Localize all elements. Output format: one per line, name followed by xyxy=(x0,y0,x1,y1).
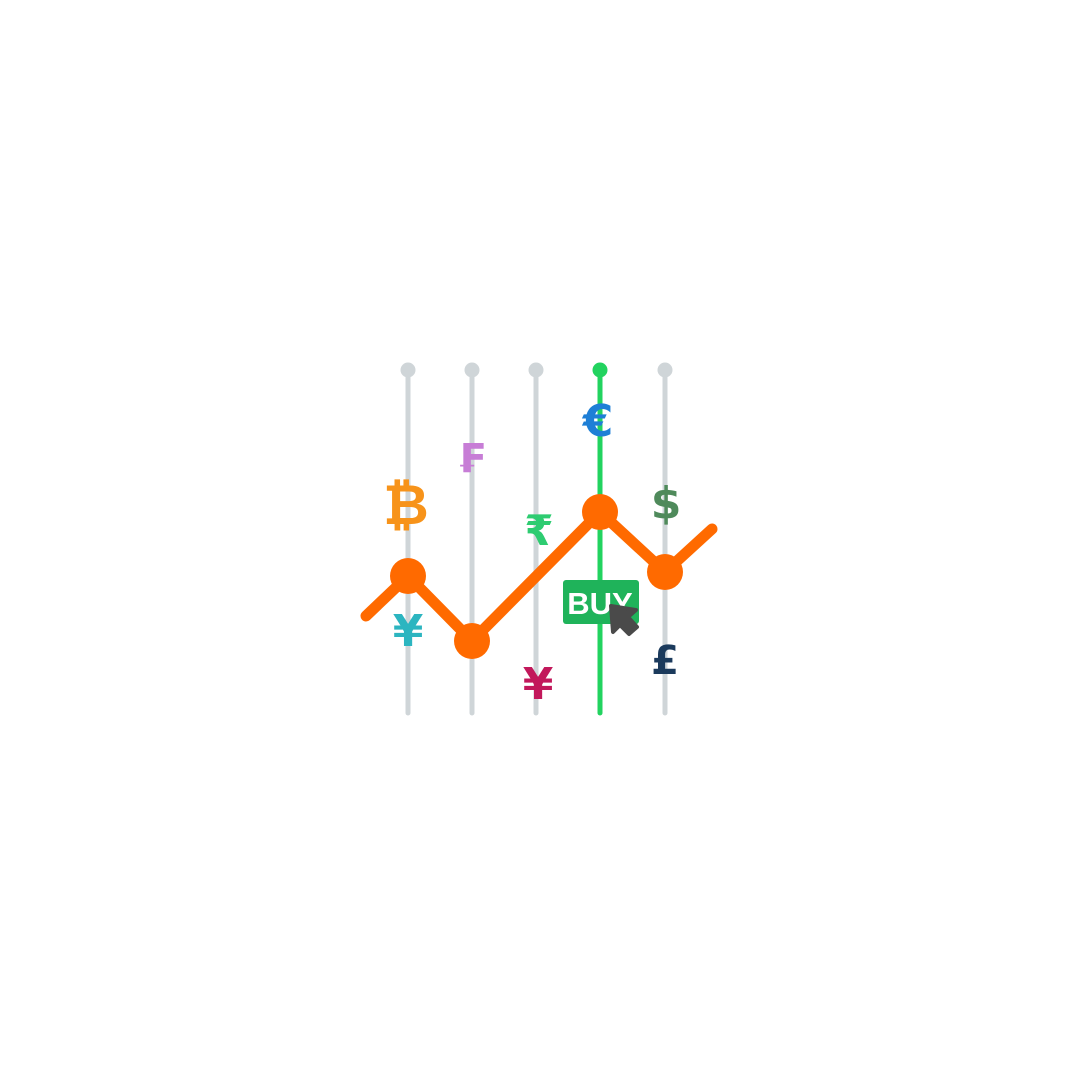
track-2 xyxy=(464,362,480,716)
yuan-symbol-2: ¥ xyxy=(523,659,554,710)
pound-symbol: £ xyxy=(651,638,679,684)
trend-point xyxy=(647,554,683,590)
rupee-symbol: ₹ xyxy=(524,506,553,555)
bitcoin-symbol: ₿ xyxy=(383,473,429,538)
cursor-arrow-icon xyxy=(609,604,639,636)
yuan-symbol-1: ¥ xyxy=(393,606,424,657)
currency-symbols: ₿ ₣ ₹ € $ ¥ ¥ £ xyxy=(383,396,681,710)
dollar-symbol: $ xyxy=(651,478,682,529)
tracks xyxy=(400,362,673,716)
track-3 xyxy=(528,362,544,716)
trend-point xyxy=(390,558,426,594)
trend-point xyxy=(454,623,490,659)
euro-symbol: € xyxy=(582,396,614,447)
track-5 xyxy=(657,362,673,716)
trend-point xyxy=(582,494,618,530)
trend-line xyxy=(360,494,718,659)
track-1 xyxy=(400,362,416,716)
franc-symbol: ₣ xyxy=(457,436,485,482)
track-4-active xyxy=(592,362,608,716)
